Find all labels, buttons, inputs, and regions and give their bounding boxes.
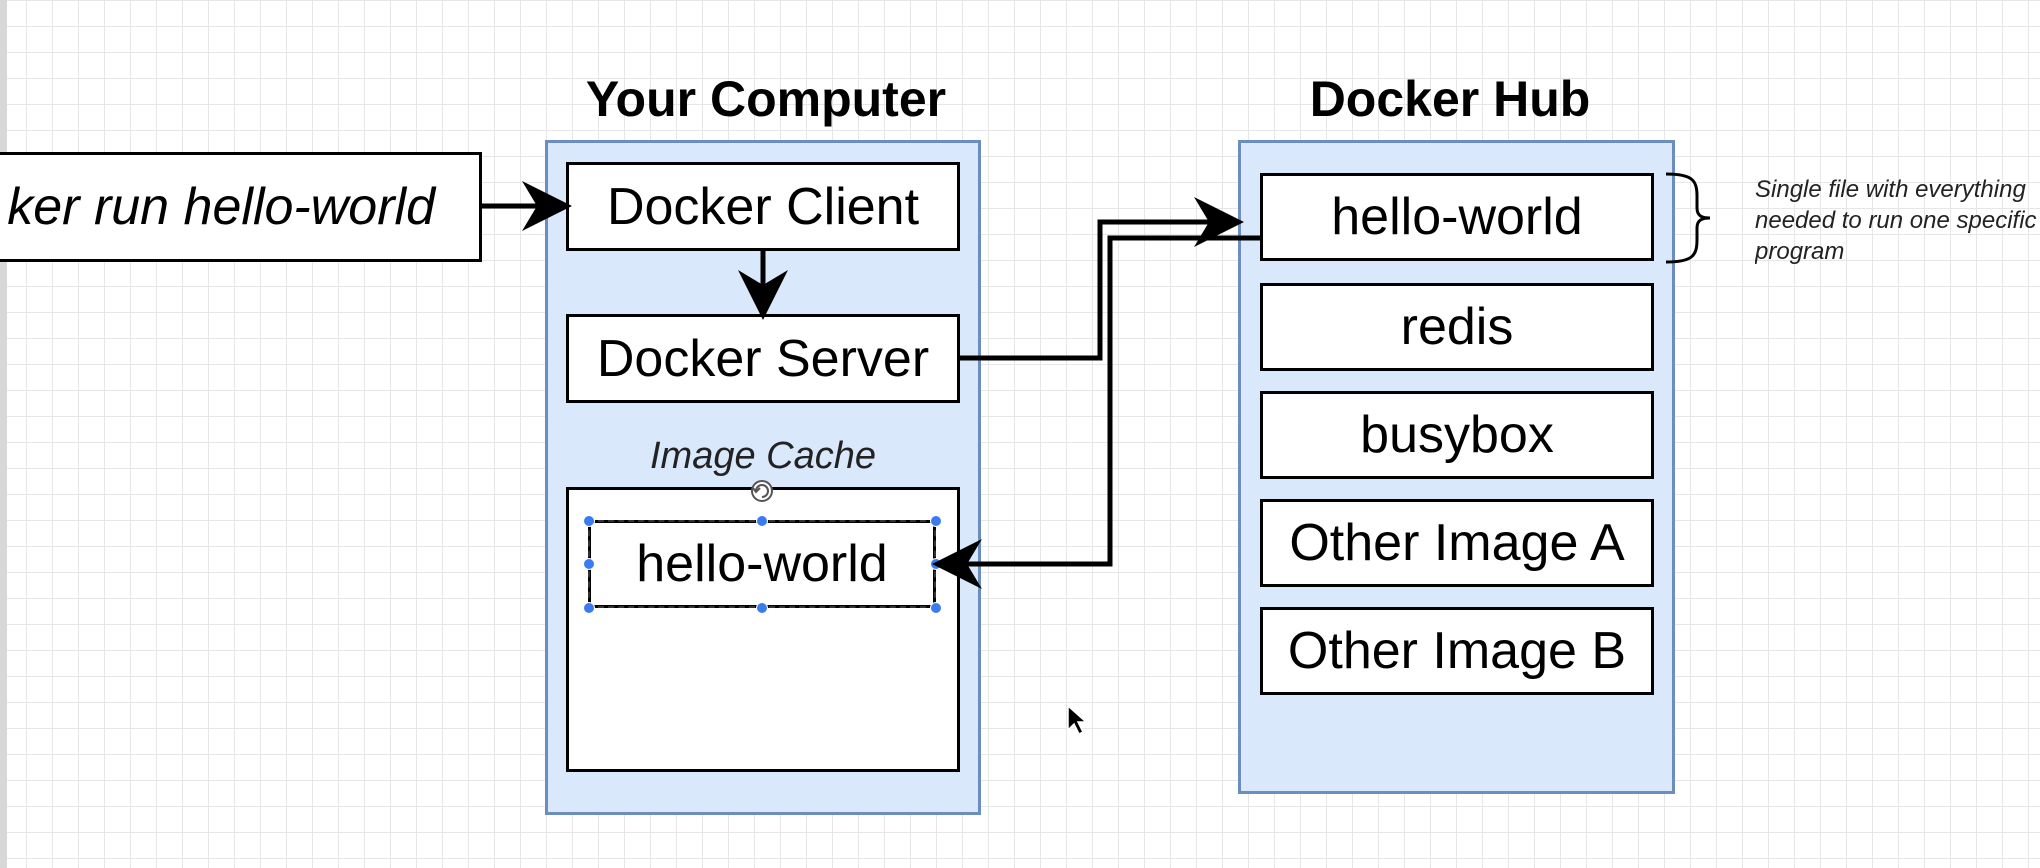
image-annotation-note[interactable]: Single file with everything needed to ru…: [1755, 174, 2040, 267]
selection-handle[interactable]: [930, 515, 942, 527]
selection-handle[interactable]: [583, 515, 595, 527]
image-cache-label: Image Cache: [649, 435, 876, 477]
selection-handle[interactable]: [756, 602, 768, 614]
curly-brace: [1665, 172, 1711, 264]
hub-image-other-b[interactable]: Other Image B: [1260, 607, 1654, 695]
annotation-line: Single file with everything: [1755, 176, 2026, 203]
arrow-hub-to-cache: [932, 235, 1260, 589]
canvas-edge: [0, 0, 7, 868]
docker-run-command-box[interactable]: ker run hello-world: [0, 152, 482, 262]
arrow-server-to-hub: [960, 197, 1244, 361]
hub-image-redis[interactable]: redis: [1260, 283, 1654, 371]
annotation-line: needed to run one specific: [1755, 207, 2037, 234]
docker-client-box[interactable]: Docker Client: [566, 162, 960, 251]
hub-image-other-a[interactable]: Other Image A: [1260, 499, 1654, 587]
docker-hub-title: Docker Hub: [1309, 71, 1591, 127]
selection-handle[interactable]: [930, 602, 942, 614]
cached-hello-world-box[interactable]: hello-world: [588, 520, 936, 608]
selection-handle[interactable]: [756, 515, 768, 527]
selection-handle[interactable]: [583, 558, 595, 570]
hub-image-busybox[interactable]: busybox: [1260, 391, 1654, 479]
cursor-icon: [1067, 704, 1088, 736]
rotate-icon: [751, 480, 773, 502]
annotation-line: program: [1755, 238, 1845, 265]
hub-image-hello-world[interactable]: hello-world: [1260, 173, 1654, 261]
your-computer-title: Your Computer: [585, 71, 947, 127]
selection-handle[interactable]: [583, 602, 595, 614]
